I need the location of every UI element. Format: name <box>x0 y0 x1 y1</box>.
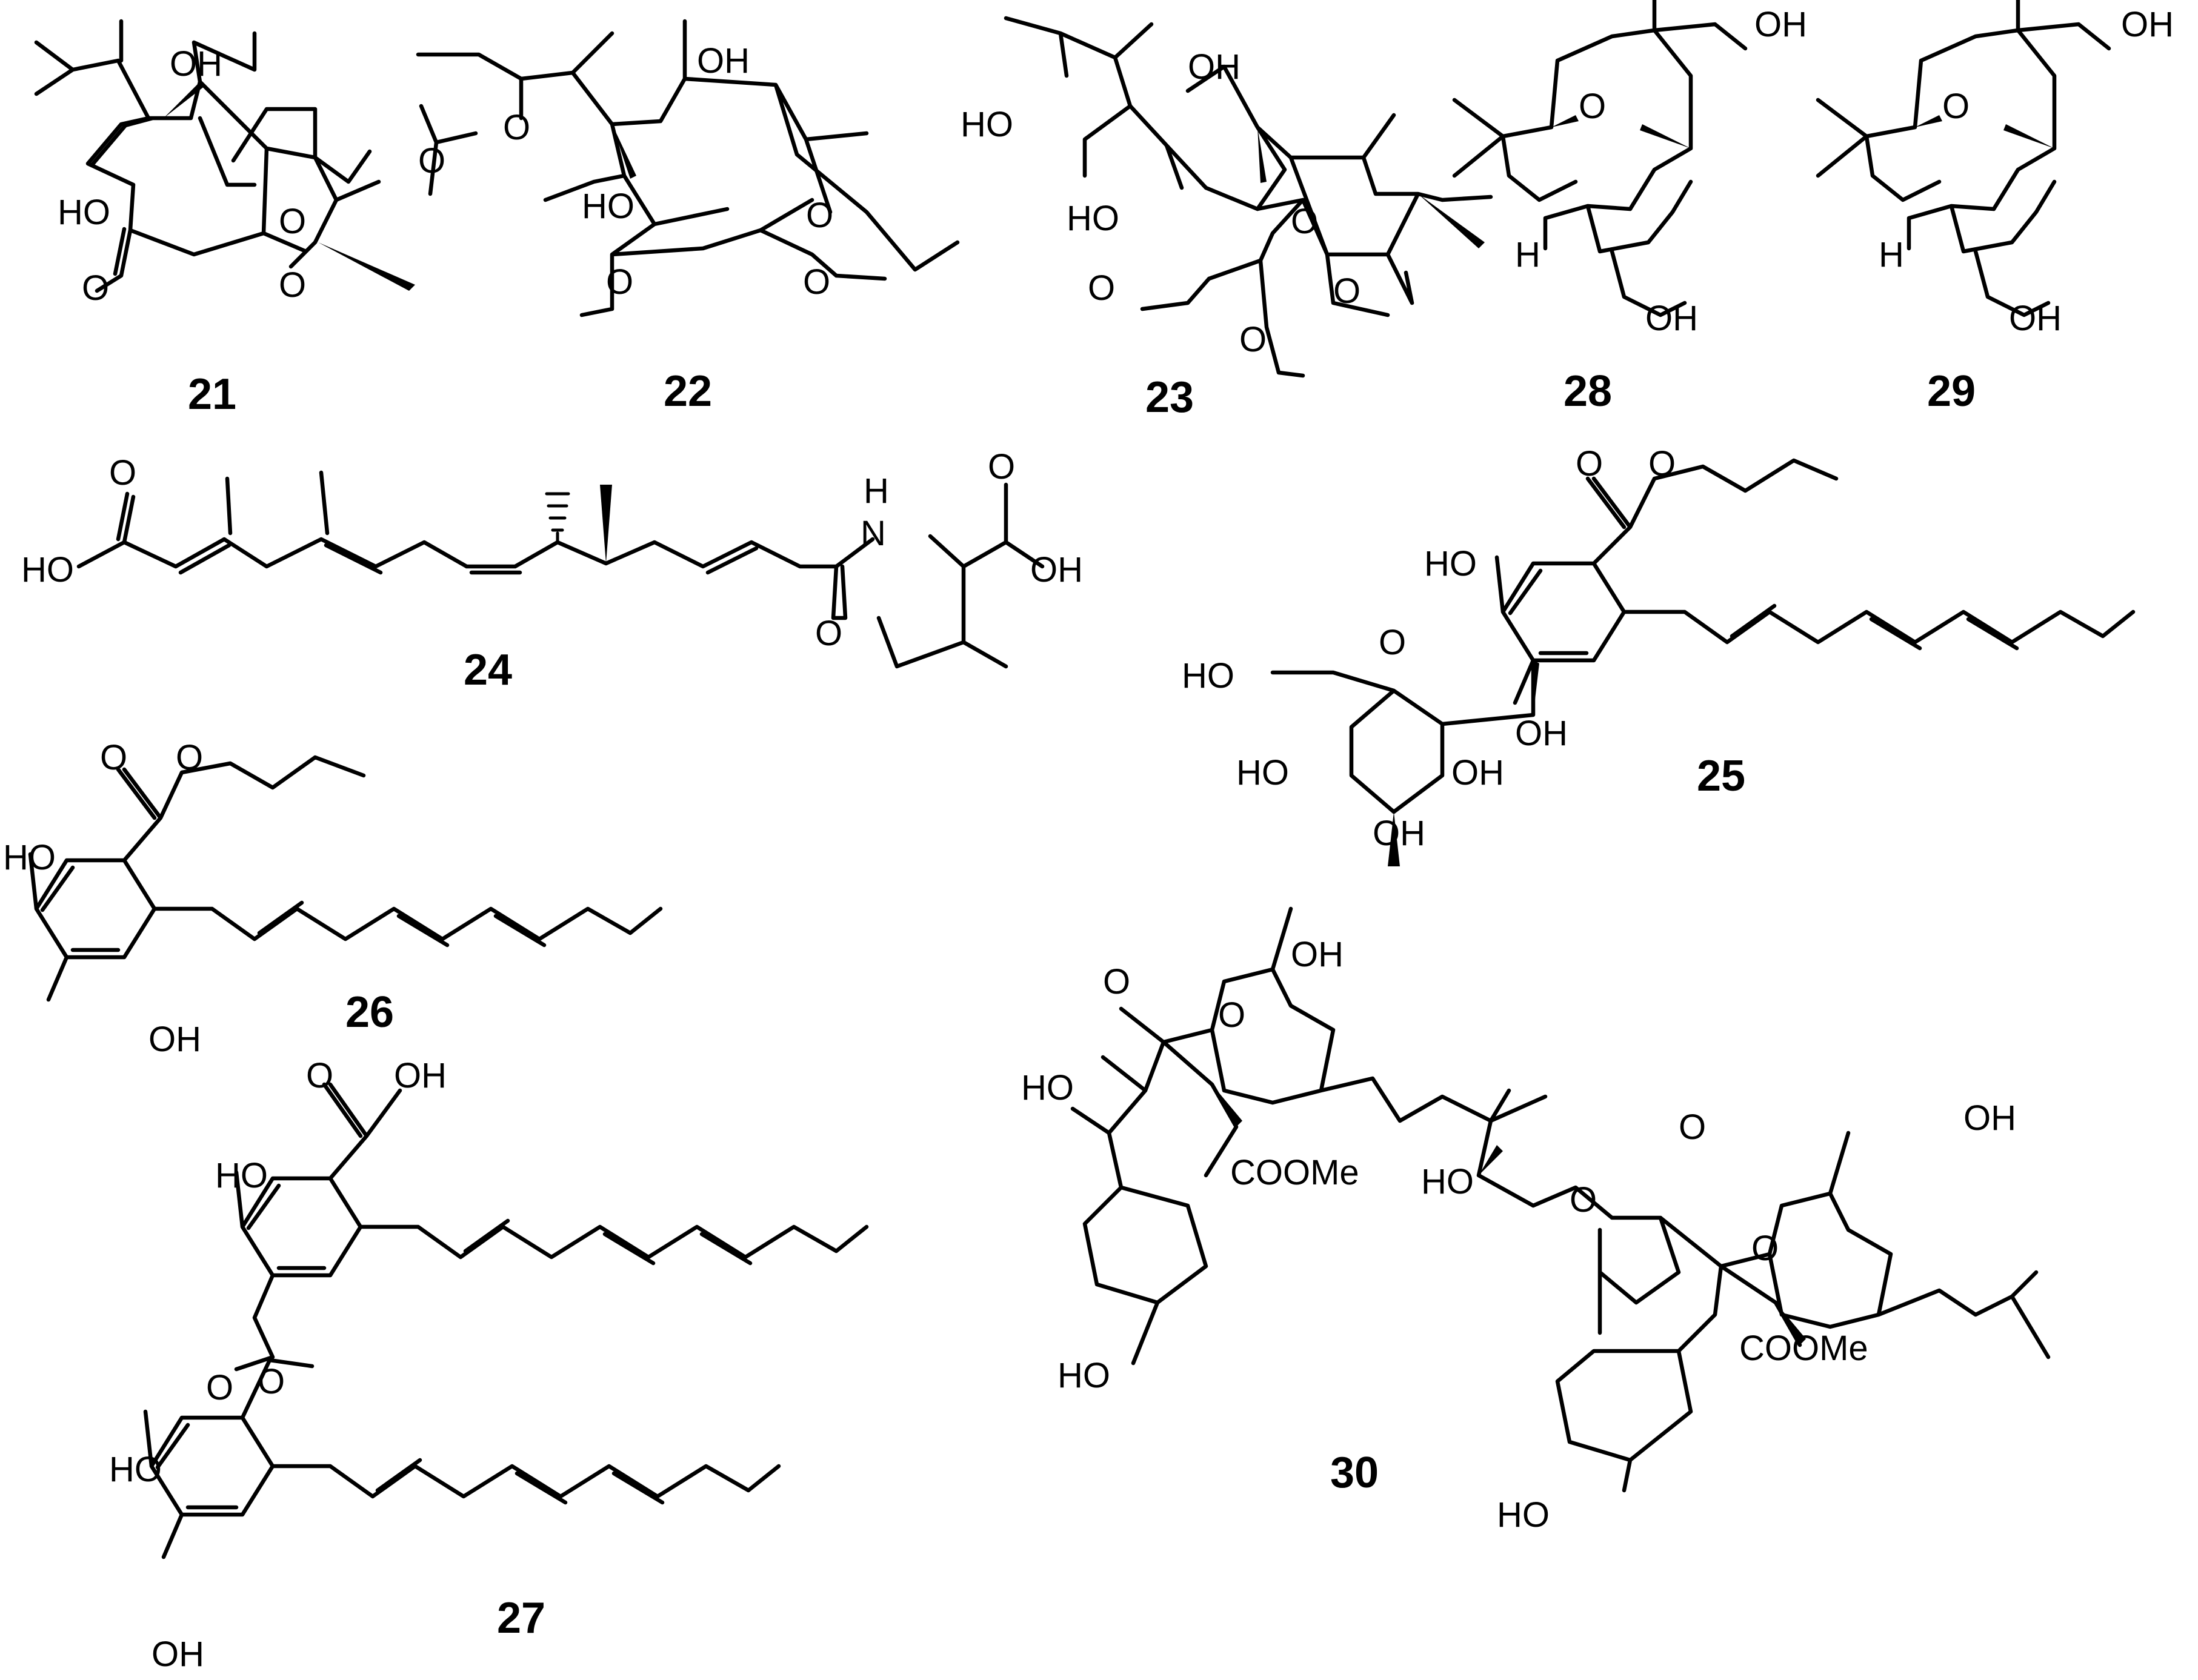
atom-label: O <box>988 447 1015 486</box>
compound-25: O O HO O HO OH HO OH OH 25 <box>1182 444 2136 866</box>
atom-label: OH <box>1373 814 1425 853</box>
atom-label: HO <box>1182 656 1234 696</box>
atom-label: COOMe <box>1739 1329 1868 1368</box>
compound-22: O O OH HO O O O 22 <box>416 19 960 416</box>
atom-label: H <box>1879 235 1904 274</box>
atom-label: O <box>1379 623 1406 662</box>
compound-label-30: 30 <box>1330 1449 1379 1497</box>
compound-label-26: 26 <box>345 988 394 1037</box>
atom-label: O <box>1291 202 1318 241</box>
atom-label: HO <box>1021 1068 1074 1107</box>
atom-label: O <box>1679 1107 1706 1147</box>
atom-label: O <box>1103 962 1130 1001</box>
compound-29: O OH H OH 29 <box>1816 0 2174 416</box>
atom-label: OH <box>1291 935 1344 974</box>
atom-label: O <box>806 196 833 235</box>
atom-label: HO <box>21 550 74 589</box>
atom-label: O <box>258 1362 285 1401</box>
atom-label: O <box>82 268 109 308</box>
atom-label: OH <box>697 41 750 81</box>
atom-label: O <box>1648 444 1676 483</box>
compound-label-24: 24 <box>464 646 512 694</box>
atom-label: HO <box>1421 1162 1474 1201</box>
atom-label: H <box>1515 235 1540 274</box>
compound-30: O O OH HO COOMe HO HO O O O OH COOMe HO … <box>1021 906 2051 1535</box>
atom-label: O <box>279 265 306 305</box>
atom-label: O <box>1239 320 1267 359</box>
compound-28: O OH H OH 28 <box>1452 0 1807 416</box>
compound-label-22: 22 <box>664 367 712 416</box>
compound-23: HO OH HO O O O O 23 <box>961 16 1493 422</box>
atom-label: O <box>1576 444 1603 483</box>
atom-label: OH <box>1451 753 1504 792</box>
compound-label-21: 21 <box>188 370 236 419</box>
atom-label: OH <box>394 1056 447 1095</box>
atom-label: O <box>1333 271 1360 311</box>
compound-27: O OH HO O O HO OH 27 <box>109 1056 869 1674</box>
atom-label: O <box>803 262 830 302</box>
atom-label: OH <box>1515 714 1568 753</box>
compound-label-23: 23 <box>1145 373 1194 422</box>
atom-label: HO <box>1236 753 1289 792</box>
atom-label: OH <box>1188 47 1241 87</box>
atom-label: OH <box>2121 5 2174 44</box>
atom-label: HO <box>582 187 634 226</box>
atom-label: O <box>176 738 203 777</box>
atom-label: OH <box>1645 299 1698 338</box>
atom-label: O <box>206 1368 233 1407</box>
atom-label: H <box>864 471 889 511</box>
atom-label: OH <box>170 44 222 84</box>
atom-label: OH <box>2009 299 2062 338</box>
atom-label: O <box>815 614 842 653</box>
atom-label: O <box>279 202 306 241</box>
atom-label: HO <box>215 1156 268 1195</box>
compound-label-25: 25 <box>1697 752 1745 800</box>
atom-label: HO <box>58 193 110 232</box>
atom-label: OH <box>1754 5 1807 44</box>
atom-label: HO <box>109 1450 162 1489</box>
atom-label: O <box>306 1056 333 1095</box>
atom-label: OH <box>152 1635 204 1674</box>
atom-label: OH <box>148 1020 201 1059</box>
atom-label: O <box>503 108 530 147</box>
atom-label: HO <box>3 838 56 877</box>
atom-label: COOMe <box>1230 1153 1359 1192</box>
atom-label: O <box>1579 87 1606 126</box>
atom-label: O <box>1751 1229 1779 1268</box>
atom-label: O <box>1088 268 1115 308</box>
atom-label: HO <box>961 105 1013 144</box>
compound-26: O O HO OH 26 <box>3 738 663 1059</box>
atom-label: O <box>100 738 127 777</box>
atom-label: O <box>1218 995 1245 1035</box>
atom-label: N <box>861 514 886 553</box>
atom-label: HO <box>1497 1495 1550 1535</box>
atom-label: HO <box>1057 1356 1110 1395</box>
atom-label: O <box>418 141 445 181</box>
compound-label-28: 28 <box>1564 367 1612 416</box>
atom-label: OH <box>1030 550 1083 589</box>
atom-label: HO <box>1424 544 1477 583</box>
compound-24: O HO H N O OH O 24 <box>21 447 1083 694</box>
compound-label-29: 29 <box>1927 367 1976 416</box>
compound-label-27: 27 <box>497 1594 545 1642</box>
atom-label: O <box>109 453 136 493</box>
atom-label: OH <box>1963 1098 2016 1138</box>
atom-label: HO <box>1067 199 1119 238</box>
atom-label: O <box>606 262 633 302</box>
atom-label: O <box>1942 87 1970 126</box>
atom-label: O <box>1570 1180 1597 1220</box>
compound-21: OH HO O O O 21 <box>34 19 415 419</box>
